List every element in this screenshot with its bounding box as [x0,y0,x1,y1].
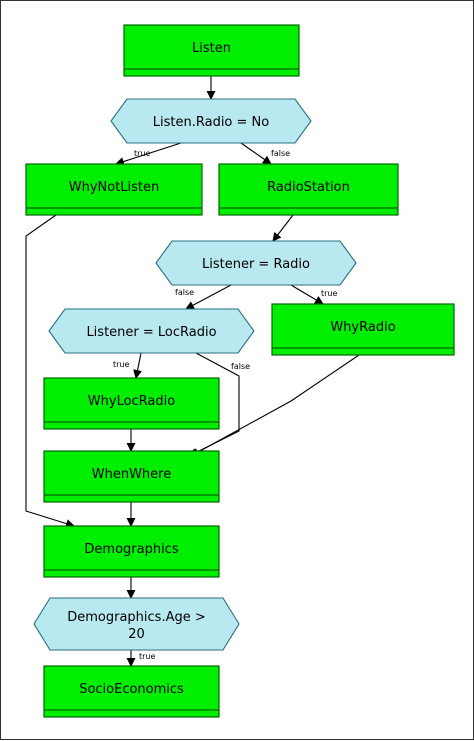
node-label: WhyLocRadio [88,394,175,409]
action-box [43,377,220,430]
edge-label-true: true [134,149,150,158]
edge-whynotlisten-to-demographics [25,214,75,528]
node-label: Listen.Radio = No [153,115,270,130]
condition-hexagon [110,98,312,144]
node-cond_radio: Listen.Radio = No [110,98,312,144]
edge-line [272,214,294,242]
node-label: Listener = Radio [202,257,310,272]
node-label: SocioEconomics [79,682,184,697]
action-box [123,24,300,77]
node-label: WhenWhere [92,467,171,482]
condition-hexagon [48,308,255,354]
node-socioeconomics: SocioEconomics [43,665,220,718]
edge-label-false: false [175,288,194,297]
edge-label-false: false [271,149,290,158]
action-box [43,525,220,578]
action-box [271,303,455,356]
node-cond_listener: Listener = Radio [155,240,357,286]
node-radiostation: RadioStation [218,163,399,216]
node-whenwhere: WhenWhere [43,450,220,503]
node-demographics: Demographics [43,525,220,578]
edge-cond_listener-to-whyradio: true [290,284,337,305]
node-cond_locradio: Listener = LocRadio [48,308,255,354]
edges-layer: true false false true true false true [25,76,360,667]
edge-cond_listener-to-cond_locradio: false [175,284,232,310]
edge-line [185,284,232,310]
action-box [43,450,220,503]
edge-cond_age-to-socioeconomics: true [126,650,155,667]
edge-label-true: true [321,289,337,298]
node-label: RadioStation [267,180,350,195]
node-whylocradio: WhyLocRadio [43,377,220,430]
edge-cond_radio-to-whynotlisten: true [115,142,182,166]
node-label-line1: Demographics.Age > [67,610,206,625]
action-box [25,163,203,216]
edge-line [133,352,142,379]
edge-line [25,214,75,528]
edge-label-true: true [139,652,155,661]
node-label: WhyNotListen [69,180,160,195]
edge-line [115,142,182,166]
node-label: Listen [192,41,231,56]
action-box [218,163,399,216]
edge-whyradio-to-whenwhere [190,354,360,457]
edge-cond_radio-to-radiostation: false [240,142,290,165]
node-label-line2: 20 [128,627,145,642]
edge-line [240,142,272,165]
condition-hexagon [33,597,240,651]
edge-line [190,354,360,457]
action-box [43,665,220,718]
node-whyradio: WhyRadio [271,303,455,356]
node-label: WhyRadio [330,320,395,335]
edge-label-false: false [231,362,250,371]
edge-radiostation-to-cond_listener [272,214,294,242]
edge-label-true: true [113,360,129,369]
edge-line [290,284,324,305]
node-cond_age: Demographics.Age > 20 [33,597,240,651]
node-whynotlisten: WhyNotListen [25,163,203,216]
node-label: Demographics [84,542,178,557]
condition-hexagon [155,240,357,286]
node-label: Listener = LocRadio [86,325,216,340]
edge-cond_locradio-to-whylocradio: true [113,352,142,379]
node-listen: Listen [123,24,300,77]
